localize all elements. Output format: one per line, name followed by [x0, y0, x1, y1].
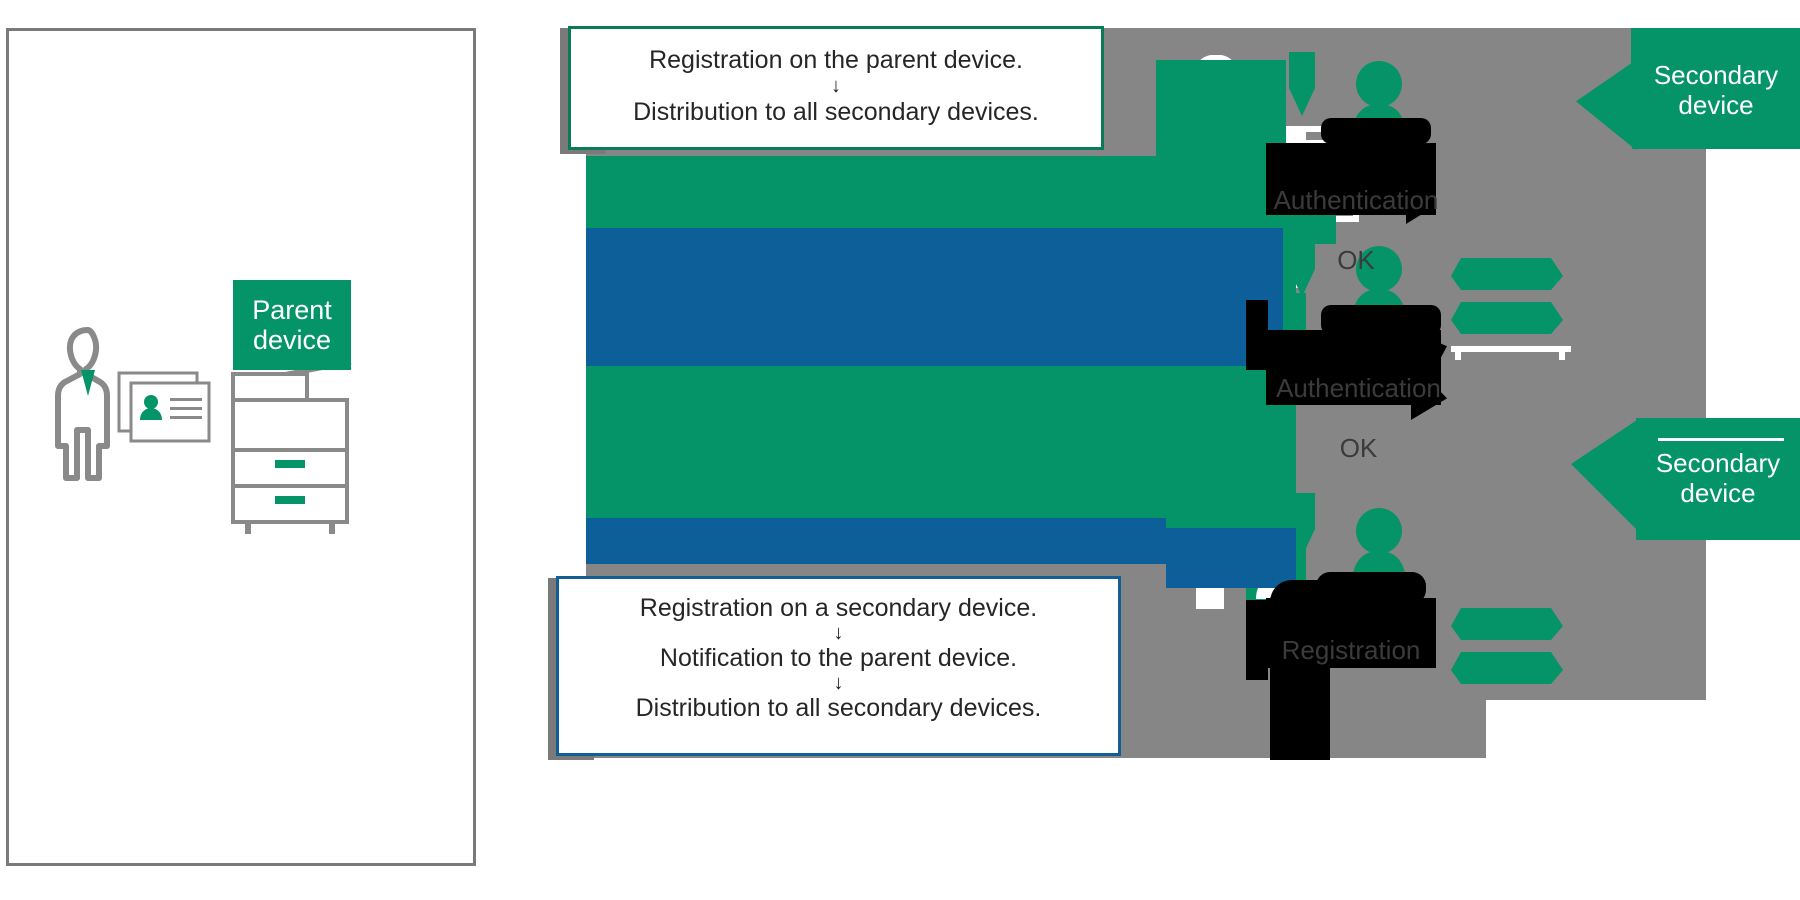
registration-bubble: Registration — [1266, 605, 1436, 695]
speech-blob-1 — [1321, 118, 1431, 144]
white-mask-topright — [1666, 0, 1800, 30]
registration-line1: Registration — [1281, 635, 1421, 665]
auth-ok2-line2: OK — [1339, 433, 1378, 463]
glitch-band-blue-5 — [1166, 528, 1296, 588]
glitch-black-1 — [1246, 300, 1268, 370]
auth-ok2-line1: Authentication — [1276, 373, 1441, 403]
callout-bot-line1: Registration on a secondary device. — [639, 594, 1038, 622]
glitch-band-green-1 — [476, 156, 1283, 228]
parent-badge-line2: device — [252, 325, 332, 355]
parent-badge-line1: Parent — [252, 294, 332, 325]
glitch-black-2 — [1246, 600, 1268, 680]
authentication-ok-bubble-1: Authentication OK — [1266, 155, 1446, 305]
person-icon — [55, 327, 110, 481]
callout-top-line2: Distribution to all secondary devices. — [633, 98, 1039, 126]
callout-bot-arrow-1: ↓ — [833, 622, 844, 644]
speech-blob-3c — [1270, 580, 1330, 760]
callout-top-arrow: ↓ — [831, 75, 841, 97]
parent-device-badge: Parent device — [233, 280, 351, 370]
printer-icon — [1451, 258, 1571, 360]
callout-bot-line3: Distribution to all secondary devices. — [635, 694, 1042, 722]
glitch-band-blue-1 — [476, 228, 1283, 366]
callout-bot-line2: Notification to the parent device. — [659, 644, 1018, 672]
white-mask-bottomright — [1486, 700, 1800, 900]
glitch-band-green-5 — [1156, 60, 1286, 160]
glitch-band-green-4 — [1166, 390, 1296, 540]
printer-icon — [1451, 608, 1563, 684]
auth-ok-line1: Authentication — [1273, 185, 1439, 215]
callout-parent-registration: Registration on the parent device. ↓ Dis… — [568, 26, 1104, 150]
callout-top-line1: Registration on the parent device. — [649, 46, 1023, 74]
glitch-band-blue-3 — [476, 530, 1283, 564]
printer-icon — [1170, 569, 1252, 609]
auth-ok-line2: OK — [1337, 245, 1375, 275]
parent-device-panel: Parent device — [6, 28, 476, 866]
id-card-stack-icon — [117, 371, 211, 443]
sec-badge-top-line2: device — [1678, 90, 1754, 120]
sec-badge-bot-line2: device — [1680, 478, 1756, 508]
callout-bot-arrow-2: ↓ — [833, 672, 844, 694]
callout-secondary-registration: Registration on a secondary device. ↓ No… — [556, 576, 1121, 756]
sec-badge-top-line1: Secondary — [1653, 60, 1779, 91]
secondary-device-badge-top: Secondary device — [1632, 33, 1800, 149]
tie-icon — [1289, 52, 1315, 116]
sec-badge-bot-line1: Secondary — [1655, 448, 1781, 479]
multifunction-printer-icon — [231, 359, 352, 534]
authentication-ok-bubble-2: Authentication OK — [1266, 343, 1451, 493]
badge-rule-bottom — [1658, 438, 1784, 441]
glitch-band-green-2 — [476, 366, 1283, 518]
distribution-scene: Authentication OK Authentication OK Regi… — [476, 0, 1800, 900]
